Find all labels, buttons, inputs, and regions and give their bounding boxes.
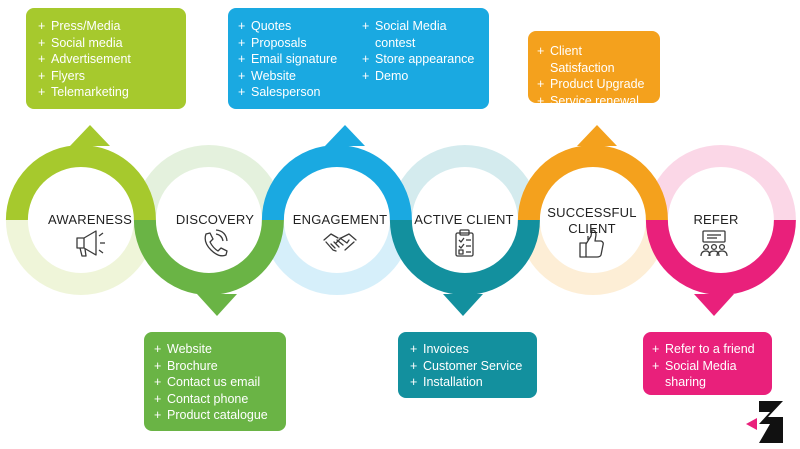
list-item-line1: Client (550, 44, 582, 58)
engagement-box: Quotes Proposals Email signature Website… (228, 8, 489, 109)
list-item: Flyers (38, 68, 186, 85)
successful-client-arc (517, 145, 668, 221)
stage-active-client-label: ACTIVE CLIENT (414, 212, 514, 227)
list-item: Brochure (154, 358, 286, 375)
list-item-line2: sharing (665, 375, 706, 389)
list-item-line1: Social Media (375, 19, 447, 33)
group-presentation-icon (700, 230, 728, 257)
list-item-line1: Social Media (665, 358, 737, 373)
list-item: Store appearance (362, 51, 487, 68)
list-item: Quotes (238, 18, 368, 35)
list-item: Email signature (238, 51, 368, 68)
list-item: Telemarketing (38, 84, 186, 101)
discovery-arc (133, 219, 284, 295)
successful-pointer (577, 125, 617, 146)
thumbs-up-icon (579, 229, 604, 258)
list-item: Website (238, 68, 368, 85)
list-item: Contact phone (154, 391, 286, 408)
active-client-arc (389, 219, 540, 295)
list-item-line2: Satisfaction (550, 60, 615, 75)
list-item-line2: contest (375, 35, 416, 50)
active-client-pointer (443, 294, 483, 316)
discovery-pointer (197, 294, 237, 316)
stage-refer-label: REFER (693, 212, 739, 227)
list-item: Press/Media (38, 18, 186, 35)
list-item: Installation (410, 374, 537, 391)
engagement-pointer (325, 125, 365, 146)
active-client-box: Invoices Customer Service Installation (398, 332, 537, 398)
list-item: Customer Service (410, 358, 537, 375)
list-item: Service renewal (537, 93, 660, 110)
list-item: Website (154, 341, 286, 358)
stage-engagement-label: ENGAGEMENT (292, 212, 388, 227)
list-item: Advertisement (38, 51, 186, 68)
list-item: Client Satisfaction (537, 43, 660, 76)
list-item: Product catalogue (154, 407, 286, 424)
list-item: Product Upgrade (537, 76, 660, 93)
megaphone-icon (76, 230, 105, 257)
refer-pointer (694, 294, 734, 316)
stage-successful-client-label-line2: CLIENT (568, 221, 616, 236)
stage-successful-client-label-line1: SUCCESSFUL (547, 205, 637, 220)
brand-logo-icon (746, 401, 783, 443)
list-item: Social media (38, 35, 186, 52)
refer-box: Refer to a friend Social Media sharing (643, 332, 772, 395)
stage-discovery-label: DISCOVERY (175, 212, 255, 227)
handshake-icon (323, 233, 357, 252)
list-item: Demo (362, 68, 487, 85)
awareness-box: Press/Media Social media Advertisement F… (26, 8, 186, 109)
successful-client-box: Client Satisfaction Product Upgrade Serv… (528, 31, 660, 109)
list-item: Proposals (238, 35, 368, 52)
list-item: Refer to a friend (652, 341, 772, 358)
awareness-pointer (70, 125, 110, 146)
list-item: Social Media contest (362, 18, 487, 51)
awareness-arc (5, 145, 156, 221)
stage-awareness-label: AWARENESS (48, 212, 132, 227)
engagement-arc (261, 145, 412, 221)
list-item: Social Media sharing (652, 358, 772, 391)
discovery-box: Website Brochure Contact us email Contac… (144, 332, 286, 431)
stage-successful-client-label: SUCCESSFUL CLIENT (532, 205, 652, 237)
refer-arc (645, 219, 796, 295)
clipboard-checklist-icon (455, 229, 474, 257)
list-item: Invoices (410, 341, 537, 358)
list-item: Salesperson (238, 84, 368, 101)
phone-icon (204, 229, 228, 257)
list-item: Contact us email (154, 374, 286, 391)
